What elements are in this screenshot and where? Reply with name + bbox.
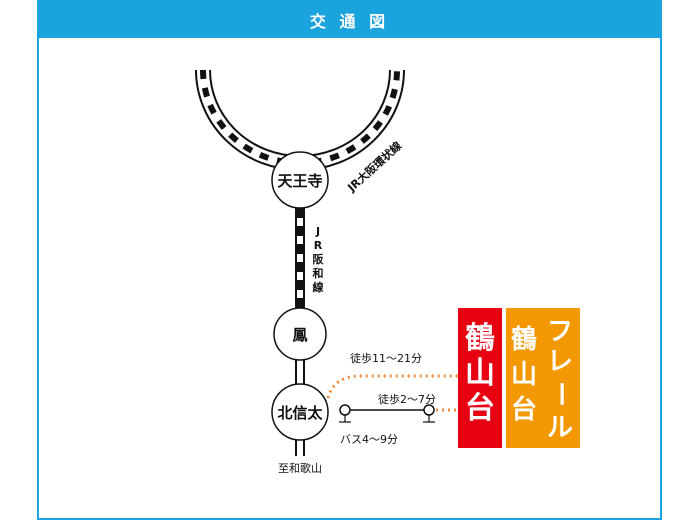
station-kitashinoda: 北信太 bbox=[271, 383, 329, 441]
direction-label: 至和歌山 bbox=[278, 461, 322, 475]
walk-short-label: 徒歩2〜7分 bbox=[378, 392, 436, 406]
banner-char: ル bbox=[547, 413, 573, 443]
banner-char: レ bbox=[547, 347, 573, 377]
hanwa-label-char: 阪 bbox=[313, 252, 325, 266]
banner-char: 山 bbox=[465, 356, 495, 391]
banner-char: 台 bbox=[465, 391, 495, 426]
hanwa-label-char: 線 bbox=[313, 280, 324, 294]
banner-char: 台 bbox=[511, 394, 537, 425]
banner-tsuruyamadai-red: 鶴 山 台 bbox=[458, 308, 502, 448]
banner-freal-tsuruyamadai-orange: 鶴 山 台 フ レ ー ル bbox=[506, 308, 580, 448]
map-title: 交 通 図 bbox=[309, 12, 390, 31]
banner-char: 鶴 bbox=[511, 324, 537, 355]
banner-char: 鶴 bbox=[465, 321, 495, 356]
hanwa-line-label: J R 阪 和 線 bbox=[313, 225, 325, 294]
walk-long-label: 徒歩11〜21分 bbox=[350, 351, 422, 365]
map-frame: 交 通 図 bbox=[37, 0, 662, 520]
hanwa-label-char: J bbox=[315, 225, 320, 238]
map-title-bar: 交 通 図 bbox=[39, 2, 660, 38]
banner-char: フ bbox=[547, 317, 573, 347]
banner-char: ー bbox=[545, 381, 575, 407]
hanwa-label-char: 和 bbox=[313, 266, 324, 280]
station-label: 鳳 bbox=[292, 326, 307, 344]
bus-route bbox=[339, 404, 435, 423]
bus-label: バス4〜9分 bbox=[340, 433, 398, 446]
walk-route-long bbox=[326, 374, 458, 399]
station-label: 天王寺 bbox=[277, 172, 322, 190]
station-tennoji: 天王寺 bbox=[271, 151, 329, 209]
hanwa-label-char: R bbox=[314, 239, 323, 252]
hanwa-line bbox=[295, 208, 305, 456]
banner-char: 山 bbox=[511, 360, 537, 390]
station-label: 北信太 bbox=[277, 404, 323, 422]
station-otori: 鳳 bbox=[273, 307, 327, 361]
